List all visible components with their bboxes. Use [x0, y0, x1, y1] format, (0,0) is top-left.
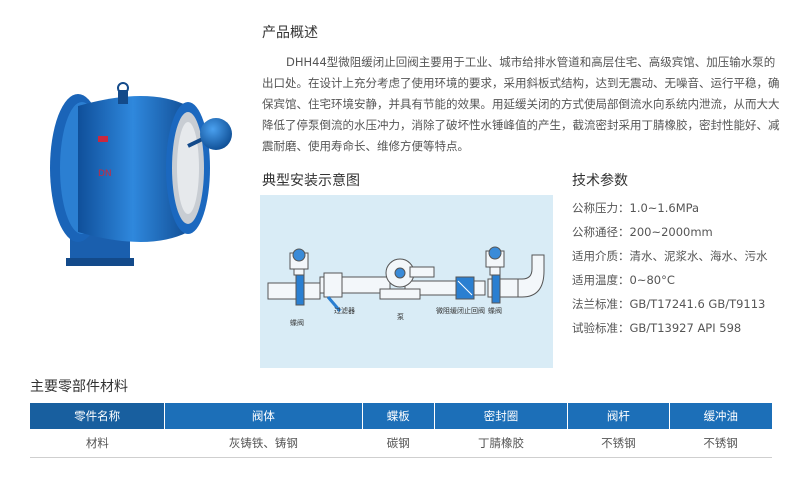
- tech-key: 法兰标准：: [572, 297, 630, 311]
- valve-illustration: DN: [50, 82, 232, 266]
- tech-heading: 技术参数: [572, 173, 628, 189]
- tech-row: 公称通径：200~2000mm: [572, 220, 792, 244]
- table-cell: 不锈钢: [669, 429, 772, 458]
- tech-value: GB/T17241.6 GB/T9113: [629, 297, 766, 311]
- label-filter: 过滤器: [334, 306, 355, 315]
- table-header-cell: 零件名称: [30, 403, 166, 429]
- tech-key: 公称压力：: [572, 201, 630, 215]
- install-heading: 典型安装示意图: [262, 173, 360, 189]
- tech-row: 适用温度：0~80°C: [572, 268, 792, 292]
- label-butterfly-left: 蝶阀: [290, 318, 304, 327]
- install-diagram: 蝶阀 过滤器 泵 微阻缓闭止回阀 蝶阀: [260, 195, 553, 368]
- table-header-row: 零件名称 阀体 蝶板 密封圈 阀杆 缓冲油: [30, 403, 772, 429]
- tech-key: 公称通径：: [572, 225, 630, 239]
- table-cell: 不锈钢: [567, 429, 670, 458]
- tech-row: 适用介质：清水、泥浆水、海水、污水: [572, 244, 792, 268]
- tech-key: 适用介质：: [572, 249, 630, 263]
- table-cell: 丁腈橡胶: [434, 429, 568, 458]
- tech-value: 1.0~1.6MPa: [629, 201, 700, 215]
- table-header-cell: 阀杆: [567, 403, 670, 429]
- tech-key: 试验标准：: [572, 321, 630, 335]
- svg-text:DN: DN: [98, 169, 112, 179]
- tech-row: 法兰标准：GB/T17241.6 GB/T9113: [572, 292, 792, 316]
- tech-row: 试验标准：GB/T13927 API 598: [572, 316, 792, 340]
- table-header-cell: 阀体: [164, 403, 363, 429]
- label-butterfly-right: 蝶阀: [488, 306, 502, 315]
- table-row: 材料 灰铸铁、铸钢 碳钢 丁腈橡胶 不锈钢 不锈钢: [30, 429, 772, 458]
- product-image: DN: [38, 76, 238, 276]
- pipeline-diagram: 蝶阀 过滤器 泵 微阻缓闭止回阀 蝶阀: [267, 246, 545, 327]
- table-header-cell: 缓冲油: [669, 403, 772, 429]
- tech-value: 清水、泥浆水、海水、污水: [629, 249, 768, 263]
- tech-value: 0~80°C: [629, 273, 675, 287]
- table-cell: 灰铸铁、铸钢: [164, 429, 363, 458]
- label-check-valve: 微阻缓闭止回阀: [436, 306, 485, 315]
- materials-heading: 主要零部件材料: [30, 379, 128, 395]
- table-cell: 材料: [30, 429, 165, 458]
- tech-row: 公称压力：1.0~1.6MPa: [572, 196, 792, 220]
- overview-heading: 产品概述: [262, 25, 318, 41]
- materials-table: 零件名称 阀体 蝶板 密封圈 阀杆 缓冲油 材料 灰铸铁、铸钢 碳钢 丁腈橡胶 …: [30, 403, 772, 458]
- tech-key: 适用温度：: [572, 273, 630, 287]
- tech-value: 200~2000mm: [629, 225, 713, 239]
- table-header-cell: 蝶板: [362, 403, 435, 429]
- tech-value: GB/T13927 API 598: [629, 321, 742, 335]
- overview-text: DHH44型微阻缓闭止回阀主要用于工业、城市给排水管道和高层住宅、高级宾馆、加压…: [262, 55, 780, 153]
- table-header-cell: 密封圈: [434, 403, 569, 429]
- label-pump: 泵: [397, 313, 404, 321]
- table-cell: 碳钢: [362, 429, 435, 458]
- tech-params-list: 公称压力：1.0~1.6MPa 公称通径：200~2000mm 适用介质：清水、…: [572, 196, 792, 340]
